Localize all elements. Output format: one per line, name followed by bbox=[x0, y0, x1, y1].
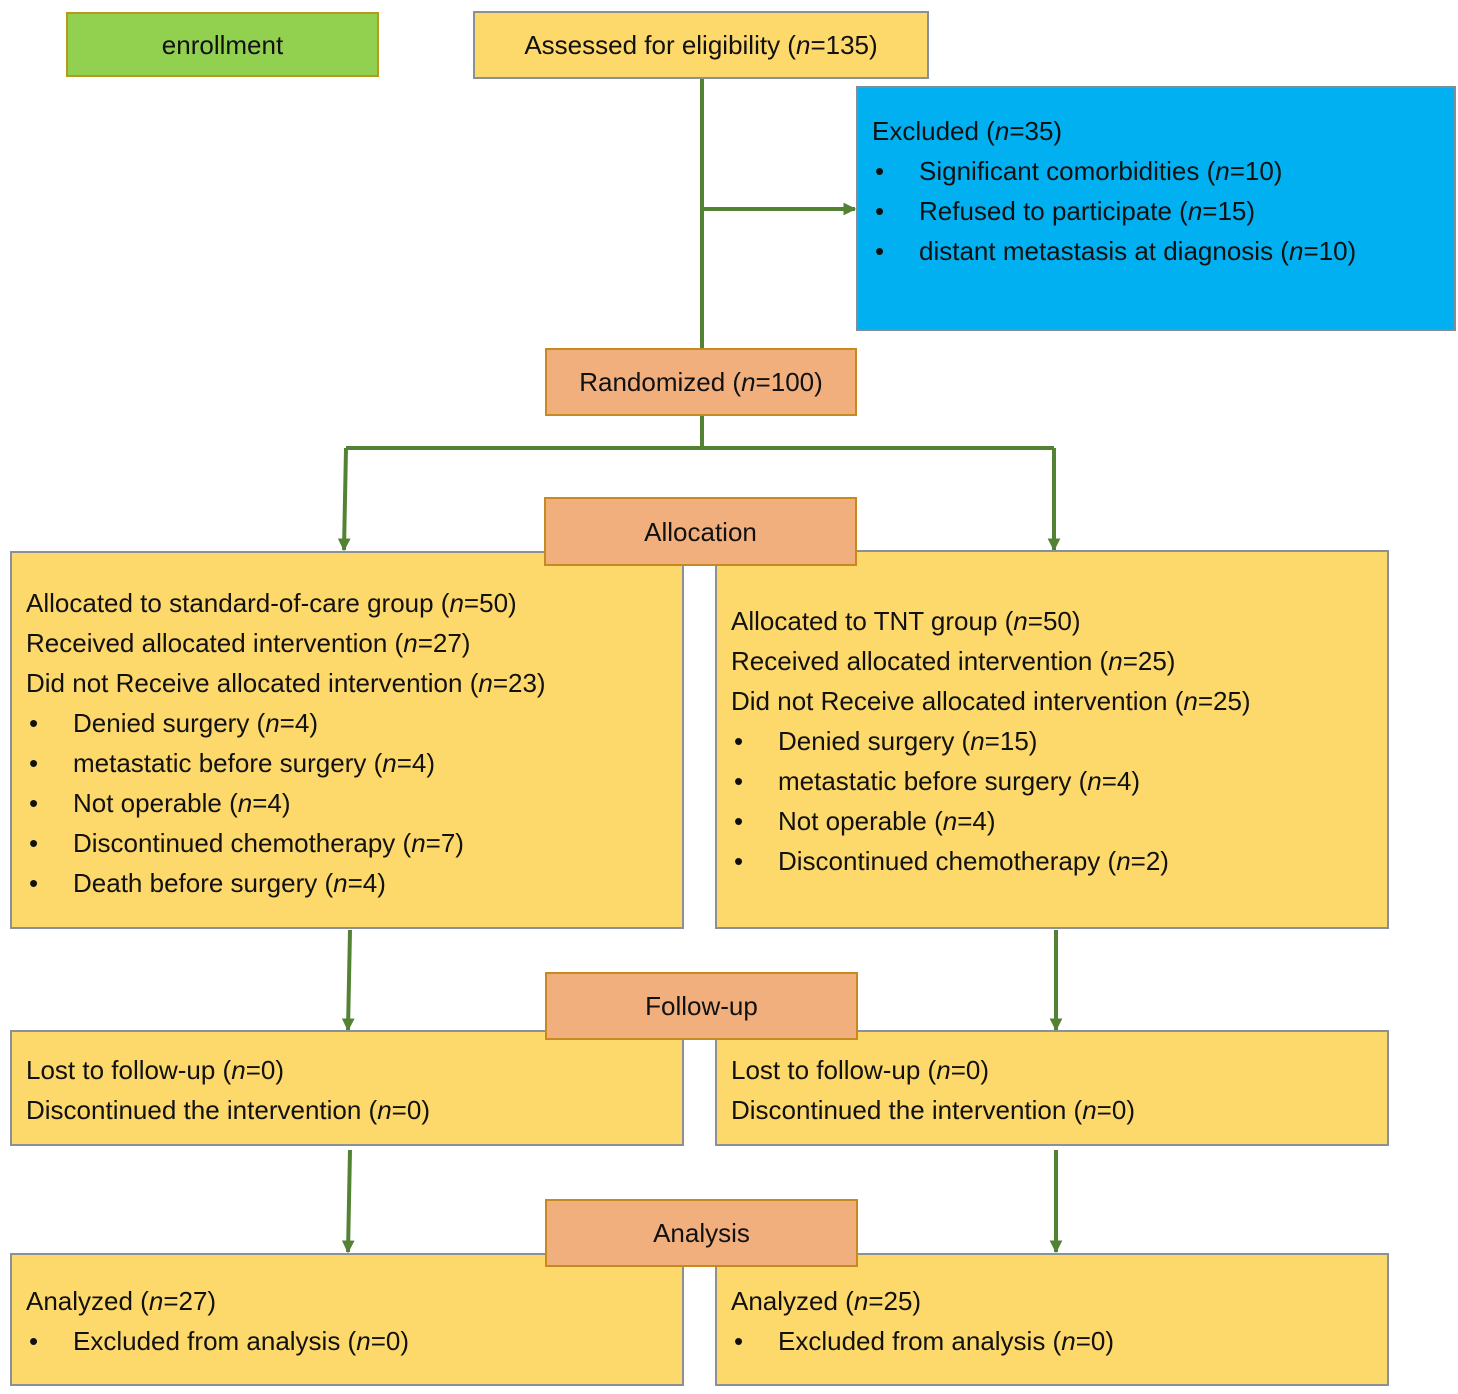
arrow-to-analysis-left bbox=[341, 1149, 355, 1254]
randomized-box: Randomized (n=100) bbox=[545, 348, 857, 416]
allocation-right-item: Not operable (n=4) bbox=[731, 801, 1373, 841]
excluded-item: distant metastasis at diagnosis (n=10) bbox=[872, 231, 1440, 271]
followup-right-line: Lost to follow-up (n=0) bbox=[731, 1055, 989, 1085]
allocation-left-item: Not operable (n=4) bbox=[26, 783, 668, 823]
analysis-text: Analysis bbox=[653, 1218, 750, 1248]
allocation-stage-label: Allocation bbox=[544, 497, 857, 566]
assessed-text: Assessed for eligibility (n=135) bbox=[524, 30, 878, 60]
followup-stage-label: Follow-up bbox=[545, 972, 858, 1040]
allocation-left-item: metastatic before surgery (n=4) bbox=[26, 743, 668, 783]
arrow-to-followup-left bbox=[341, 929, 355, 1032]
allocation-left-line: Allocated to standard-of-care group (n=5… bbox=[26, 588, 517, 618]
randomized-text: Randomized (n=100) bbox=[579, 367, 823, 397]
analysis-right-item: Excluded from analysis (n=0) bbox=[731, 1321, 1373, 1361]
allocation-right-box: Allocated to TNT group (n=50) Received a… bbox=[715, 550, 1389, 929]
analysis-right-line: Analyzed (n=25) bbox=[731, 1286, 922, 1316]
followup-left-line: Lost to follow-up (n=0) bbox=[26, 1055, 284, 1085]
followup-right-line: Discontinued the intervention (n=0) bbox=[731, 1095, 1135, 1125]
followup-left-line: Discontinued the intervention (n=0) bbox=[26, 1095, 430, 1125]
analysis-left-line: Analyzed (n=27) bbox=[26, 1286, 217, 1316]
allocation-left-box: Allocated to standard-of-care group (n=5… bbox=[10, 551, 684, 929]
analysis-left-box: Analyzed (n=27) Excluded from analysis (… bbox=[10, 1253, 684, 1386]
excluded-box: Excluded (n=35) Significant comorbiditie… bbox=[856, 86, 1456, 331]
arrow-to-allocation-left bbox=[337, 447, 351, 552]
allocation-right-line: Did not Receive allocated intervention (… bbox=[731, 686, 1251, 716]
allocation-left-item: Death before surgery (n=4) bbox=[26, 863, 668, 903]
allocation-left-item: Discontinued chemotherapy (n=7) bbox=[26, 823, 668, 863]
allocation-left-line: Did not Receive allocated intervention (… bbox=[26, 668, 546, 698]
excluded-item: Refused to participate (n=15) bbox=[872, 191, 1440, 231]
enrollment-text: enrollment bbox=[161, 29, 284, 60]
assessed-box: Assessed for eligibility (n=135) bbox=[473, 11, 929, 79]
allocation-left-item: Denied surgery (n=4) bbox=[26, 703, 668, 743]
analysis-right-box: Analyzed (n=25) Excluded from analysis (… bbox=[715, 1253, 1389, 1386]
excluded-item: Significant comorbidities (n=10) bbox=[872, 151, 1440, 191]
allocation-right-line: Received allocated intervention (n=25) bbox=[731, 646, 1176, 676]
followup-text: Follow-up bbox=[645, 991, 758, 1021]
allocation-text: Allocation bbox=[644, 516, 757, 547]
allocation-right-item: metastatic before surgery (n=4) bbox=[731, 761, 1373, 801]
enrollment-label: enrollment bbox=[66, 12, 379, 77]
analysis-stage-label: Analysis bbox=[545, 1199, 858, 1267]
excluded-title: Excluded (n=35) bbox=[872, 116, 1063, 146]
allocation-right-item: Denied surgery (n=15) bbox=[731, 721, 1373, 761]
analysis-left-item: Excluded from analysis (n=0) bbox=[26, 1321, 668, 1361]
followup-left-box: Lost to follow-up (n=0) Discontinued the… bbox=[10, 1030, 684, 1146]
allocation-right-item: Discontinued chemotherapy (n=2) bbox=[731, 841, 1373, 881]
followup-right-box: Lost to follow-up (n=0) Discontinued the… bbox=[715, 1030, 1389, 1146]
allocation-right-line: Allocated to TNT group (n=50) bbox=[731, 606, 1081, 636]
allocation-left-line: Received allocated intervention (n=27) bbox=[26, 628, 471, 658]
